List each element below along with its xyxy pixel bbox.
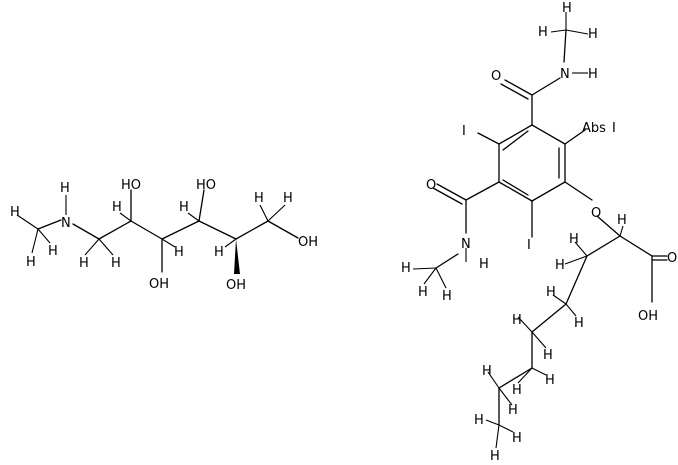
hydrogen-label: H bbox=[545, 373, 555, 388]
hydrogen-label: H bbox=[512, 383, 522, 398]
hydrogen-label: H bbox=[401, 261, 411, 276]
iodine-label: I bbox=[527, 238, 531, 253]
hydrogen-label: H bbox=[555, 258, 565, 273]
hydrogen-label: H bbox=[48, 244, 58, 259]
iodine-label: I bbox=[462, 124, 466, 139]
hydroxyl-label: HO bbox=[121, 178, 141, 193]
hydrogen-label: H bbox=[546, 285, 556, 300]
hydrogen-label: H bbox=[26, 255, 36, 270]
hydrogen-label: H bbox=[562, 1, 572, 16]
nitrogen-label: N bbox=[61, 216, 71, 231]
hydrogen-label: H bbox=[111, 256, 121, 271]
ether-oxygen-label: O bbox=[591, 206, 601, 221]
hydrogen-label: H bbox=[254, 191, 264, 206]
hydroxyl-label: OH bbox=[149, 277, 169, 292]
hydrogen-label: H bbox=[283, 191, 293, 206]
hydrogen-label: H bbox=[512, 313, 522, 328]
hydrogen-label: H bbox=[179, 200, 189, 215]
hydrogen-label: H bbox=[174, 245, 184, 260]
iodinated-aromatic-molecule: H H H N H O I Abs I O O I N H H H H H O … bbox=[401, 1, 677, 464]
nitrogen-label: N bbox=[560, 67, 570, 82]
hydrogen-label: H bbox=[418, 285, 428, 300]
oxygen-label: O bbox=[667, 251, 677, 266]
hydrogen-label: H bbox=[474, 413, 484, 428]
hydrogen-label: H bbox=[508, 403, 518, 418]
hydrogen-label: H bbox=[479, 257, 489, 272]
nitrogen-label: N bbox=[461, 237, 471, 252]
hydrogen-label: H bbox=[214, 245, 224, 260]
oxygen-label: O bbox=[426, 178, 436, 193]
abs-label: Abs bbox=[582, 121, 606, 136]
meglumine-molecule: H H H H N H H H HO H OH H HO H OH H H OH bbox=[10, 178, 318, 293]
hydrogen-label: H bbox=[512, 431, 522, 446]
hydrogen-label: H bbox=[112, 200, 122, 215]
hydroxyl-label: OH bbox=[226, 278, 246, 293]
hydroxyl-label: OH bbox=[298, 235, 318, 250]
hydrogen-label: H bbox=[490, 449, 500, 464]
hydrogen-label: H bbox=[482, 364, 492, 379]
hydrogen-label: H bbox=[617, 213, 627, 228]
hydrogen-label: H bbox=[543, 348, 553, 363]
hydrogen-label: H bbox=[60, 181, 70, 196]
hydrogen-label: H bbox=[538, 25, 548, 40]
hydrogen-label: H bbox=[10, 205, 20, 220]
hydroxyl-label: HO bbox=[196, 178, 216, 193]
hydrogen-label: H bbox=[569, 232, 579, 247]
hydrogen-label: H bbox=[588, 27, 598, 42]
acid-hydroxyl-label: OH bbox=[638, 309, 658, 324]
oxygen-label: O bbox=[491, 69, 501, 84]
hydrogen-label: H bbox=[588, 67, 598, 82]
hydrogen-label: H bbox=[79, 256, 89, 271]
hydrogen-label: H bbox=[574, 316, 584, 331]
hydrogen-label: H bbox=[442, 289, 452, 304]
iodine-label: I bbox=[612, 121, 616, 136]
